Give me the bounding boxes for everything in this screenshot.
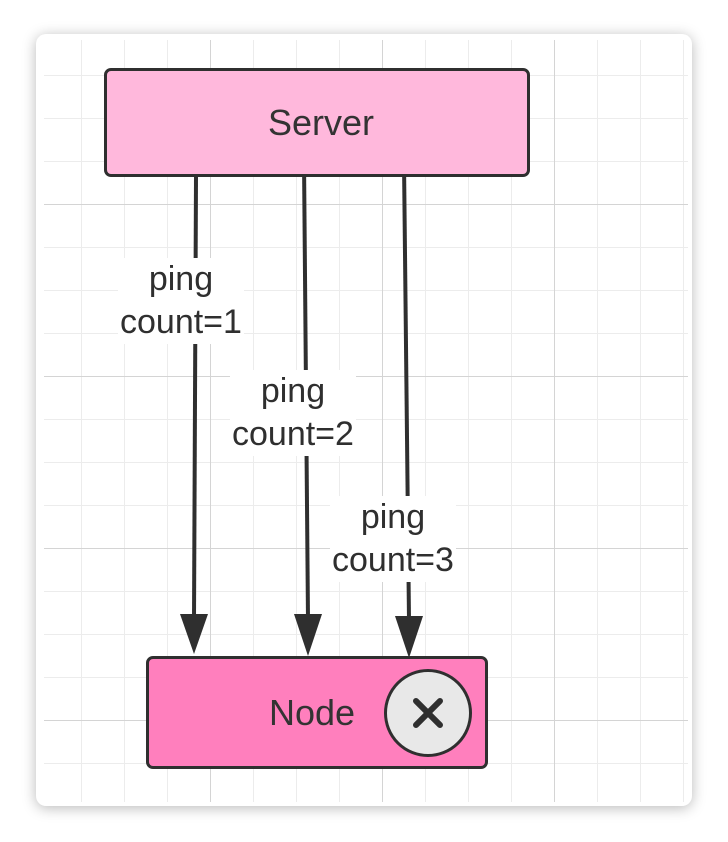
edge-label-2: ping count=2 [230, 370, 356, 456]
server-label: Server [267, 101, 375, 143]
edge-ping-3[interactable] [395, 161, 423, 658]
server-node[interactable]: Server [104, 68, 530, 177]
node-label: Node [269, 691, 356, 733]
arrowhead-icon [294, 614, 322, 656]
edge-label-1: ping count=1 [118, 258, 244, 344]
edge-label-2-line1: ping [260, 372, 326, 410]
edge-label-1-line2: count=1 [120, 303, 242, 341]
edge-label-3-line2: count=3 [332, 541, 454, 579]
arrowhead-icon [395, 616, 423, 658]
edge-label-1-line1: ping [148, 260, 214, 298]
edge-ping-1[interactable] [180, 176, 208, 654]
close-icon [413, 698, 443, 728]
edge-label-3: ping count=3 [330, 496, 456, 582]
close-button[interactable] [384, 669, 472, 757]
arrowhead-icon [180, 614, 208, 654]
edge-label-3-line1: ping [360, 498, 426, 536]
edge-label-2-line2: count=2 [232, 415, 354, 453]
